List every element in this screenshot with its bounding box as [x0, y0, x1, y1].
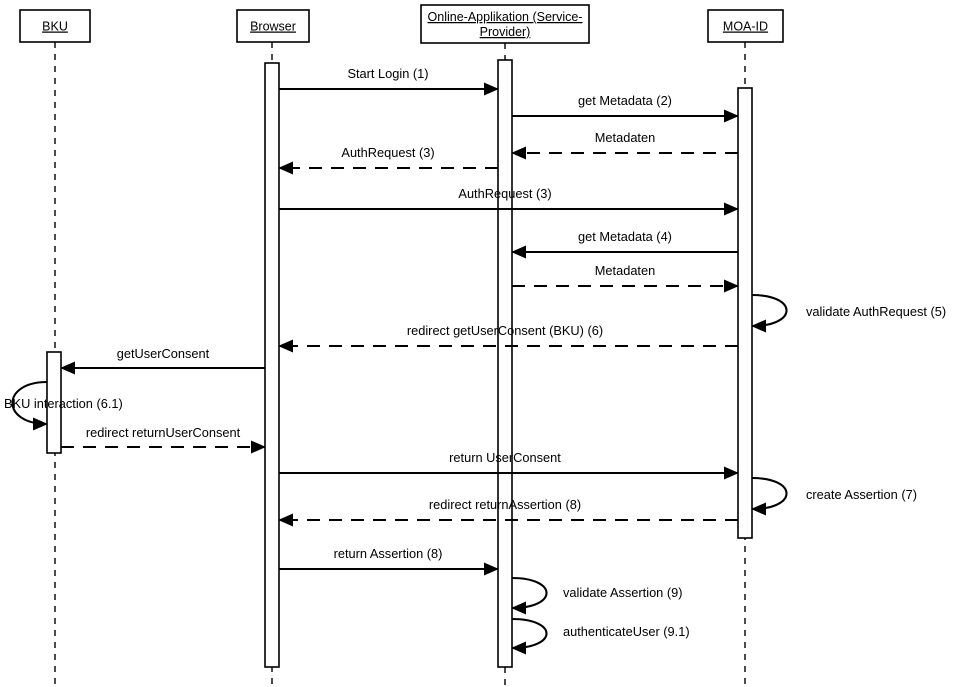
message-m4: AuthRequest (3) — [278, 145, 498, 175]
activation-rect-browser — [264, 62, 280, 668]
message-label-m8: redirect getUserConsent (BKU) (6) — [407, 323, 603, 338]
message-m13: return Assertion (8) — [279, 546, 499, 576]
self-message-label-s5: authenticateUser (9.1) — [563, 624, 690, 639]
self-message-label-s4: validate Assertion (9) — [563, 585, 683, 600]
message-label-m9: getUserConsent — [117, 346, 210, 361]
participant-label-bku: BKU — [42, 20, 68, 34]
participant-box-frame-oa — [420, 4, 590, 44]
message-label-m1: Start Login (1) — [347, 66, 428, 81]
participant-label-oa: Provider) — [480, 25, 531, 39]
message-label-m3: Metadaten — [595, 130, 655, 145]
message-m11: return UserConsent — [279, 450, 739, 480]
self-message-s5: authenticateUser (9.1) — [511, 617, 690, 655]
activation-bar-oa — [497, 59, 513, 668]
message-m6: get Metadata (4) — [511, 229, 738, 259]
message-label-m2: get Metadata (2) — [578, 93, 672, 108]
participant-box-bku[interactable]: BKU — [19, 9, 91, 43]
self-message-s1: validate AuthRequest (5) — [751, 293, 946, 333]
self-messages-layer: validate AuthRequest (5) BKU interaction … — [4, 293, 946, 655]
message-label-m4: AuthRequest (3) — [341, 145, 434, 160]
self-message-loop-s2 — [11, 380, 48, 431]
message-m2: get Metadata (2) — [512, 93, 739, 123]
self-message-label-s1: validate AuthRequest (5) — [806, 304, 946, 319]
self-message-loop-s5 — [511, 617, 548, 655]
self-message-loop-s4 — [511, 576, 548, 615]
message-m10: redirect returnUserConsent — [61, 425, 266, 454]
participant-box-frame-browser — [236, 9, 310, 43]
message-m1: Start Login (1) — [279, 66, 499, 96]
self-message-s3: create Assertion (7) — [751, 476, 917, 516]
message-label-m13: return Assertion (8) — [334, 546, 443, 561]
activation-rect-moaid — [737, 87, 753, 539]
message-label-m11: return UserConsent — [449, 450, 561, 465]
participant-box-frame-bku — [19, 9, 91, 43]
participant-label-oa: Online-Applikation (Service- — [428, 10, 583, 24]
message-m8: redirect getUserConsent (BKU) (6) — [278, 323, 738, 353]
message-m3: Metadaten — [511, 130, 738, 160]
self-message-s4: validate Assertion (9) — [511, 576, 683, 615]
activation-bar-bku — [46, 351, 62, 454]
activations-layer — [46, 59, 753, 668]
message-m9: getUserConsent — [60, 346, 265, 375]
self-message-label-s3: create Assertion (7) — [806, 487, 917, 502]
message-m12: redirect returnAssertion (8) — [278, 497, 738, 527]
message-label-m10: redirect returnUserConsent — [86, 425, 241, 440]
self-message-loop-s1 — [751, 293, 788, 333]
message-label-m5: AuthRequest (3) — [458, 186, 551, 201]
participant-label-browser: Browser — [250, 20, 296, 34]
message-label-m12: redirect returnAssertion (8) — [429, 497, 581, 512]
message-label-m6: get Metadata (4) — [578, 229, 672, 244]
message-m7: Metadaten — [512, 263, 739, 293]
participant-boxes-layer: BKU Browser Online-Applikation (Service-Pr… — [19, 4, 784, 44]
activation-bar-moaid — [737, 87, 753, 539]
participant-box-oa[interactable]: Online-Applikation (Service-Provider) — [420, 4, 590, 44]
activation-bar-browser — [264, 62, 280, 668]
messages-layer: Start Login (1) get Metadata (2) Metadaten… — [60, 66, 739, 576]
activation-rect-bku — [46, 351, 62, 454]
participant-box-browser[interactable]: Browser — [236, 9, 310, 43]
self-message-loop-s3 — [751, 476, 788, 516]
activation-rect-oa — [497, 59, 513, 668]
self-message-s2: BKU interaction (6.1) — [4, 380, 123, 431]
participant-label-moaid: MOA-ID — [723, 20, 768, 34]
message-label-m7: Metadaten — [595, 263, 655, 278]
participant-box-moaid[interactable]: MOA-ID — [707, 9, 784, 43]
self-message-label-s2: BKU interaction (6.1) — [4, 396, 123, 411]
participant-box-frame-moaid — [707, 9, 784, 43]
message-m5: AuthRequest (3) — [279, 186, 739, 216]
